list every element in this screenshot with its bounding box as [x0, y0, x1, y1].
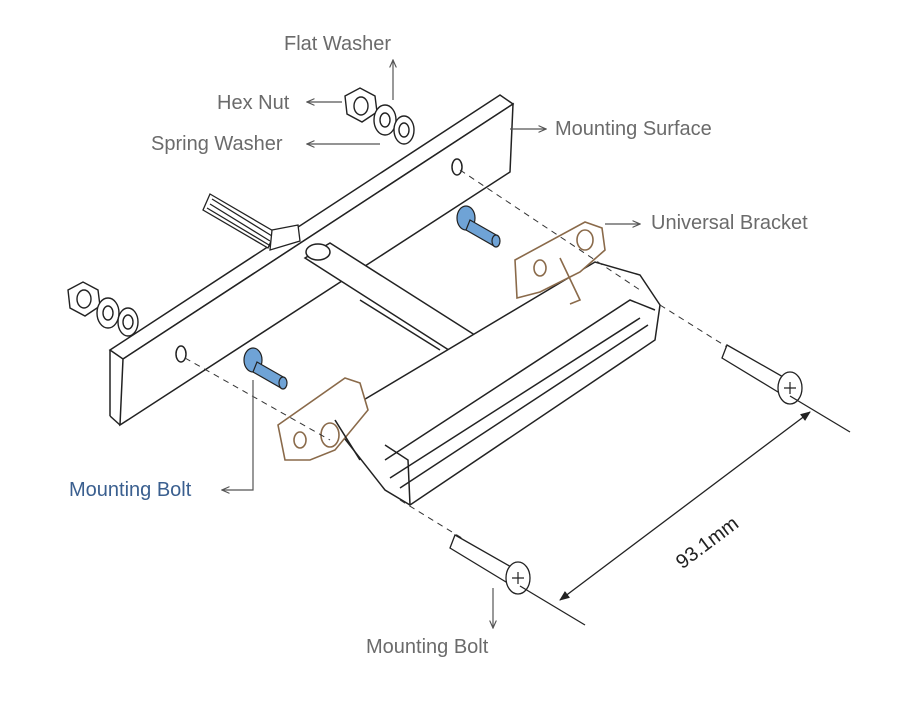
- label-hex-nut: Hex Nut: [217, 92, 290, 114]
- label-mounting-surface: Mounting Surface: [555, 118, 712, 140]
- dimension-93mm: [519, 395, 851, 626]
- label-mounting-bolt-bottom: Mounting Bolt: [366, 636, 489, 658]
- hardware-stack-upper: [344, 87, 415, 145]
- hardware-stack-lower: [67, 281, 139, 337]
- universal-bracket-left: [277, 377, 369, 461]
- mounting-bolt-upper: [456, 205, 501, 248]
- mounting-bolt-lower: [243, 347, 288, 390]
- alignment-lines: [184, 169, 736, 541]
- cable-bundle: [202, 193, 301, 251]
- leader-lines: [222, 60, 640, 628]
- label-flat-washer: Flat Washer: [284, 33, 392, 55]
- label-spring-washer: Spring Washer: [151, 133, 283, 155]
- label-mounting-bolt-left: Mounting Bolt: [69, 479, 192, 501]
- handle-body: [303, 242, 661, 506]
- universal-bracket-right: [514, 221, 606, 305]
- mounting-screw-bottom: [449, 534, 531, 595]
- mounting-screw-right: [721, 344, 803, 405]
- label-universal-bracket: Universal Bracket: [651, 212, 808, 234]
